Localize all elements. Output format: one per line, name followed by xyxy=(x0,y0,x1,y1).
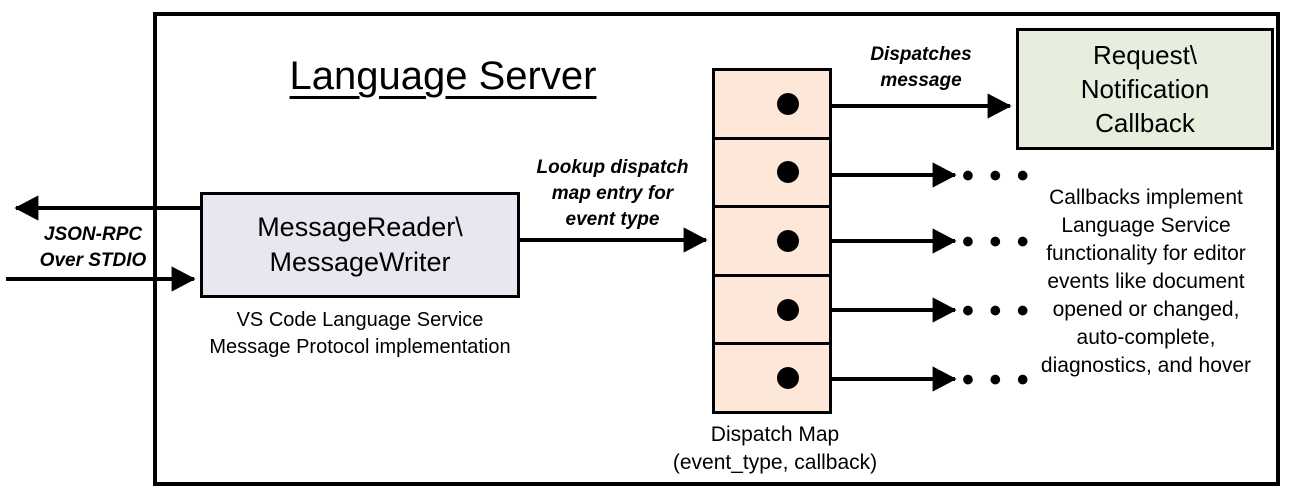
dispatches-message-label: Dispatches message xyxy=(836,42,1006,94)
jsonrpc-label-line1: JSON-RPC xyxy=(43,224,143,245)
entry-dot-icon xyxy=(777,367,799,390)
dispatch-map-table[interactable] xyxy=(712,68,832,414)
lookup-dispatch-label: Lookup dispatch map entry for event type xyxy=(515,155,710,233)
entry-dot-icon xyxy=(777,92,799,115)
callback-line1: Request\ xyxy=(1092,40,1198,70)
jsonrpc-channel-label: JSON-RPC Over STDIO xyxy=(18,222,168,274)
message-io-line1: MessageReader\ xyxy=(257,212,463,242)
dispatch-map-caption-line1: Dispatch Map xyxy=(710,423,840,446)
jsonrpc-label-line2: Over STDIO xyxy=(39,250,147,271)
dispatch-label-line2: message xyxy=(880,70,962,91)
callback-caption-line3: functionality for editor xyxy=(1046,242,1246,265)
callback-caption: Callbacks implement Language Service fun… xyxy=(1010,184,1282,380)
dispatch-map-row-2[interactable] xyxy=(715,140,829,209)
callback-line3: Callback xyxy=(1095,108,1195,138)
request-notification-callback-box[interactable]: Request\ Notification Callback xyxy=(1016,28,1274,150)
entry-dot-icon xyxy=(777,298,799,321)
callback-caption-line5: opened or changed, xyxy=(1052,298,1240,321)
message-reader-writer-box[interactable]: MessageReader\ MessageWriter xyxy=(200,192,520,298)
callback-caption-line4: events like document xyxy=(1047,270,1245,293)
message-io-line2: MessageWriter xyxy=(269,247,451,277)
callback-caption-line6: auto-complete, xyxy=(1076,326,1216,349)
page-title: Language Server xyxy=(289,54,597,98)
dispatch-map-caption-line2: (event_type, callback) xyxy=(672,451,878,474)
message-io-caption-line2: Message Protocol implementation xyxy=(209,336,511,358)
dispatch-map-row-1[interactable] xyxy=(715,71,829,140)
ellipsis-row-2: • • • xyxy=(962,157,1032,195)
dispatch-label-line1: Dispatches xyxy=(870,44,972,65)
dispatch-map-caption: Dispatch Map (event_type, callback) xyxy=(640,421,910,477)
callback-caption-line1: Callbacks implement xyxy=(1049,186,1243,209)
dispatch-map-row-3[interactable] xyxy=(715,208,829,277)
entry-dot-icon xyxy=(777,161,799,184)
message-reader-writer-caption: VS Code Language Service Message Protoco… xyxy=(190,307,530,361)
callback-caption-line7: diagnostics, and hover xyxy=(1040,354,1252,377)
dispatch-map-row-4[interactable] xyxy=(715,277,829,346)
entry-dot-icon xyxy=(777,229,799,252)
lookup-label-line1: Lookup dispatch xyxy=(536,157,689,178)
message-io-caption-line1: VS Code Language Service xyxy=(236,309,484,331)
dispatch-map-row-5[interactable] xyxy=(715,345,829,411)
lookup-label-line3: event type xyxy=(565,209,660,230)
callback-line2: Notification xyxy=(1080,74,1210,104)
callback-caption-line2: Language Service xyxy=(1061,214,1231,237)
lookup-label-line2: map entry for xyxy=(551,183,674,204)
language-server-boundary xyxy=(153,12,1280,486)
